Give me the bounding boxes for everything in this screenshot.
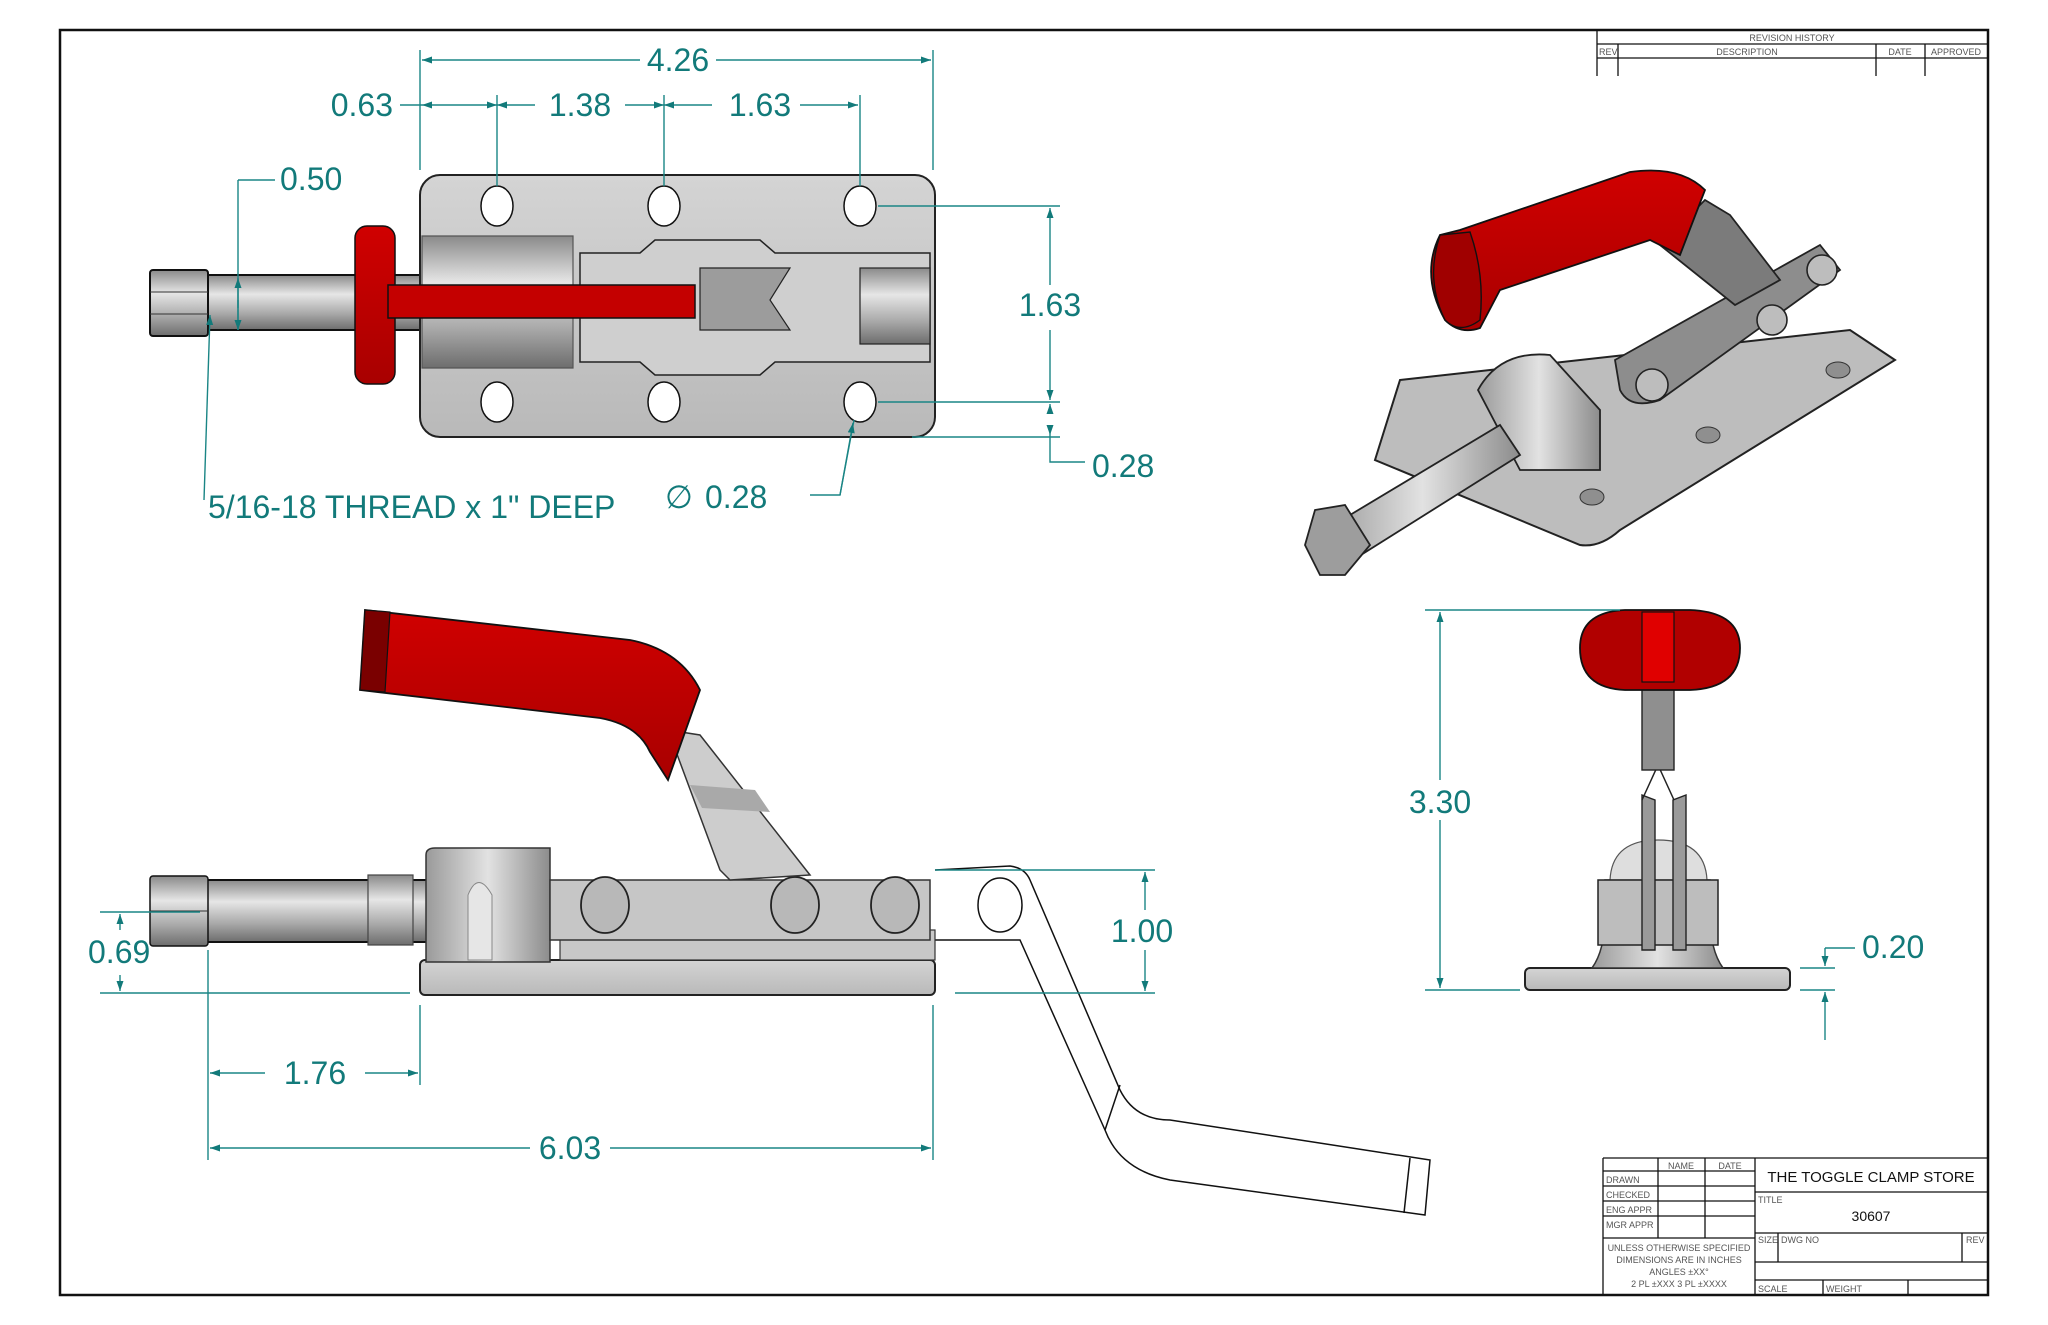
note-line-3: ANGLES ±XX°: [1649, 1267, 1709, 1277]
date-col-header-tb: DATE: [1718, 1161, 1741, 1171]
row-eng-appr: ENG APPR: [1606, 1205, 1653, 1215]
dia-symbol: ∅: [665, 479, 693, 515]
handle-side-view: [359, 608, 701, 783]
revision-history-title: REVISION HISTORY: [1749, 33, 1834, 43]
end-view-dimensions: 3.30 0.20: [1409, 609, 1924, 1040]
handle-iso-view: [1430, 169, 1707, 332]
weight-label: WEIGHT: [1826, 1284, 1862, 1294]
revision-history-table: REVISION HISTORY REV DESCRIPTION DATE AP…: [1596, 30, 1988, 76]
title-label: TITLE: [1758, 1195, 1783, 1205]
top-view: [149, 174, 936, 438]
dim-pivot-height: 1.00: [1111, 913, 1173, 949]
note-line-4: 2 PL ±XXX 3 PL ±XXXX: [1631, 1279, 1727, 1289]
top-view-dimensions: 4.26 0.63 1.38 1.63 0.50 5/16-18 THREAD …: [203, 42, 1154, 525]
row-mgr-appr: MGR APPR: [1606, 1220, 1654, 1230]
description-col-header: DESCRIPTION: [1716, 47, 1778, 57]
dim-overall-width: 4.26: [647, 42, 709, 78]
company-name: THE TOGGLE CLAMP STORE: [1767, 1169, 1974, 1186]
approved-col-header: APPROVED: [1931, 47, 1982, 57]
title-block: NAME DATE DRAWN CHECKED ENG APPR MGR APP…: [1602, 1157, 1988, 1295]
thread-note: 5/16-18 THREAD x 1" DEEP: [208, 489, 615, 525]
dim-hole-pitch-1: 1.38: [549, 87, 611, 123]
isometric-view: [1304, 169, 1897, 576]
scale-label: SCALE: [1758, 1284, 1788, 1294]
dim-hole-pitch-2: 1.63: [729, 87, 791, 123]
note-line-1: UNLESS OTHERWISE SPECIFIED: [1608, 1243, 1751, 1253]
dim-plunger-height: 0.69: [88, 934, 150, 970]
side-view-dimensions: 0.69 1.00 1.76 6.03: [88, 869, 1173, 1166]
dim-overall-height: 3.30: [1409, 784, 1471, 820]
title-value: 30607: [1852, 1208, 1891, 1224]
dim-base-thickness: 0.20: [1862, 929, 1924, 965]
side-view: [149, 608, 1431, 1216]
dim-plunger-extension: 1.76: [284, 1055, 346, 1091]
dim-hole-edge: 0.28: [1092, 448, 1154, 484]
dim-hole-dia: 0.28: [705, 479, 767, 515]
dwg-no-label: DWG NO: [1781, 1235, 1819, 1245]
dim-plunger-dia: 0.50: [280, 161, 342, 197]
note-line-2: DIMENSIONS ARE IN INCHES: [1616, 1255, 1742, 1265]
size-label: SIZE: [1758, 1235, 1778, 1245]
dim-hole-spacing-vertical: 1.63: [1019, 287, 1081, 323]
date-col-header: DATE: [1888, 47, 1911, 57]
rev-label: REV: [1966, 1235, 1985, 1245]
dim-hole-offset: 0.63: [331, 87, 393, 123]
rev-col-header: REV: [1599, 47, 1618, 57]
row-checked: CHECKED: [1606, 1190, 1651, 1200]
name-col-header: NAME: [1668, 1161, 1694, 1171]
row-drawn: DRAWN: [1606, 1175, 1640, 1185]
end-view: [1524, 609, 1791, 991]
sheet-border: [58, 28, 1990, 1297]
dim-overall-length: 6.03: [539, 1130, 601, 1166]
